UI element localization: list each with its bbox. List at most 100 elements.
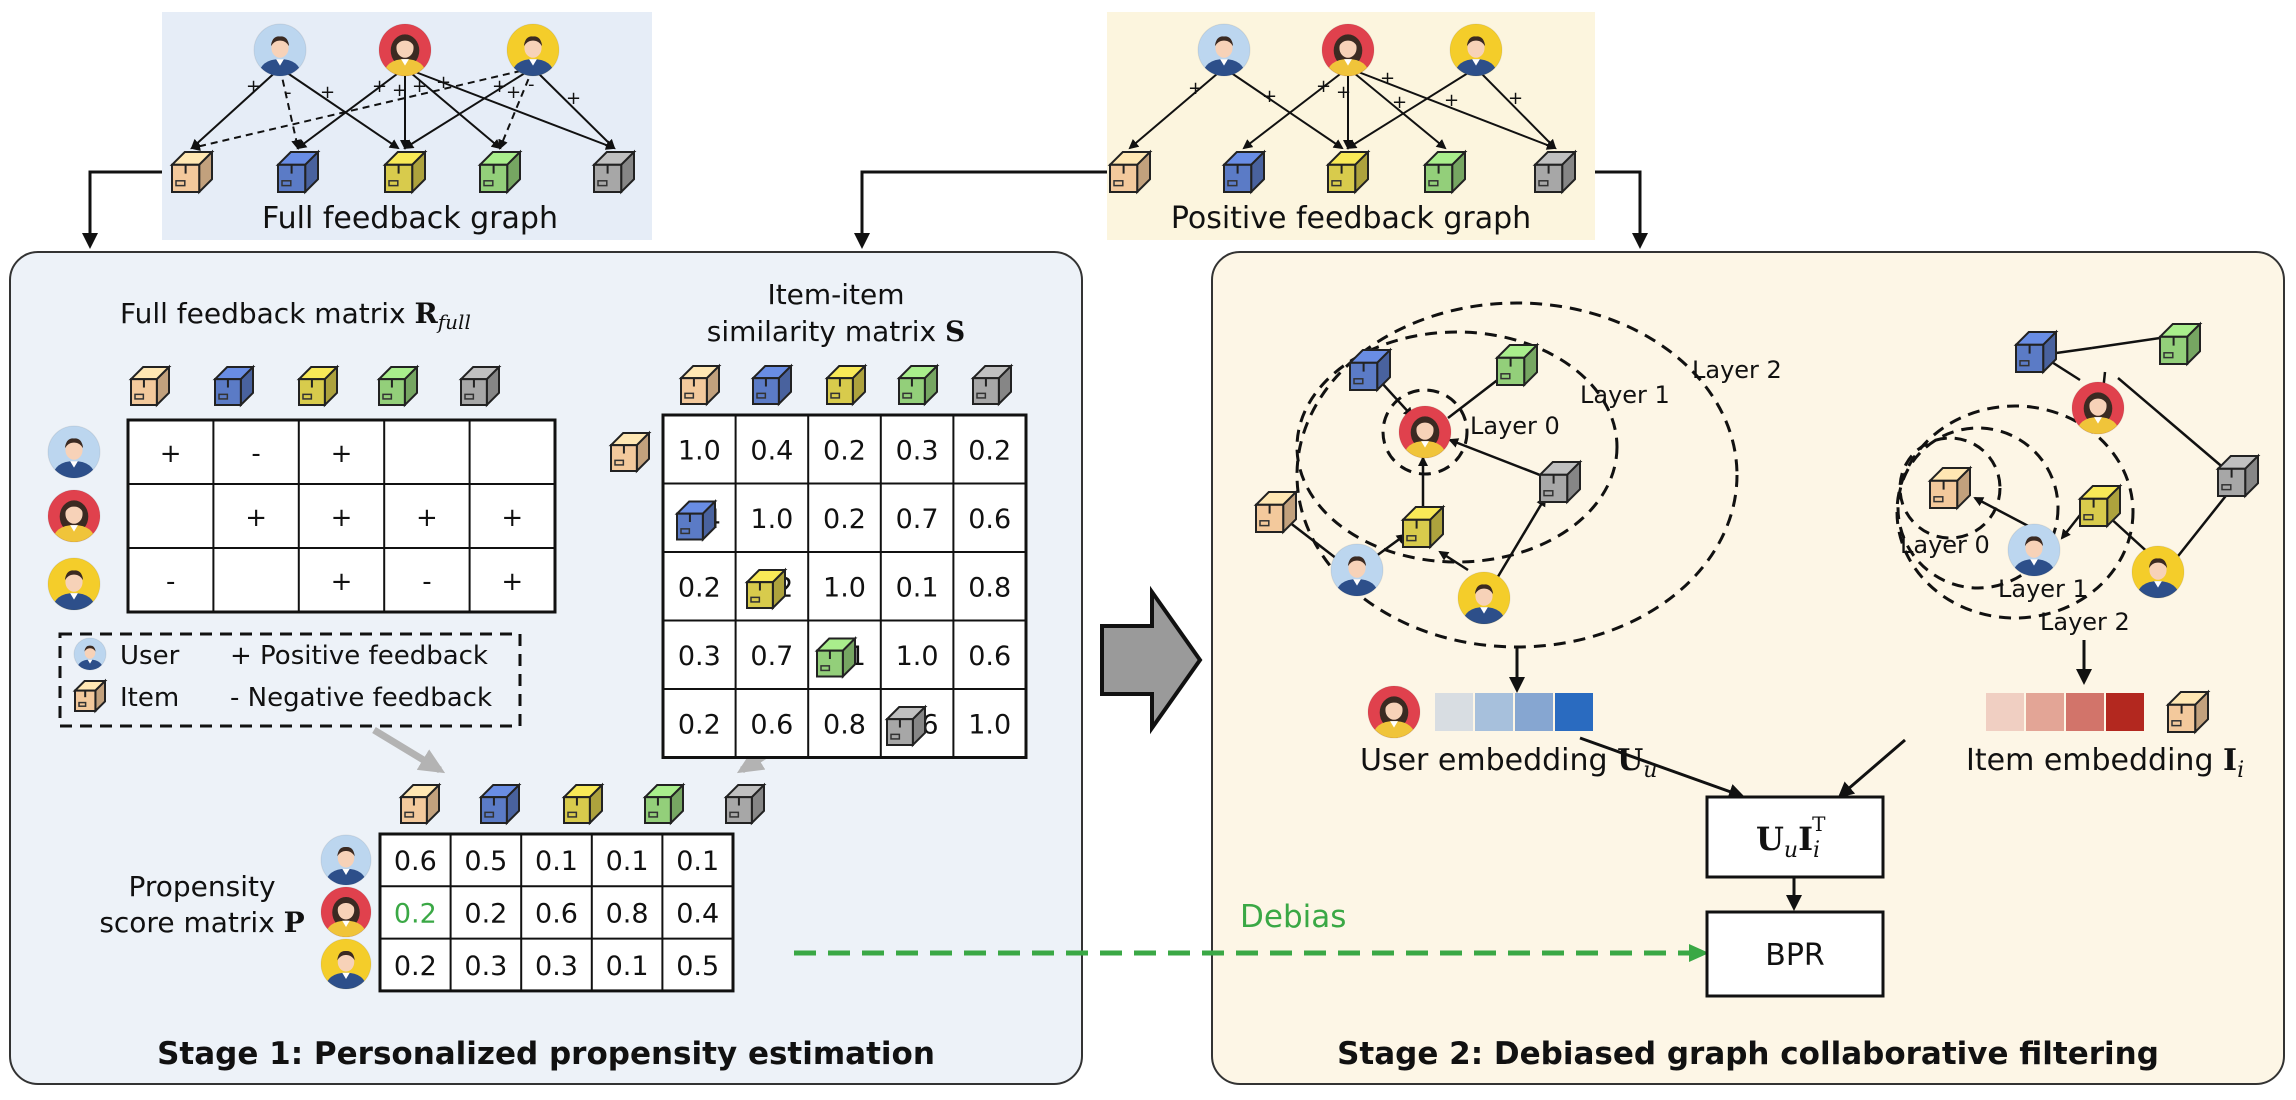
item-embedding-item-icon [2165,689,2211,735]
full-graph-title: Full feedback graph [262,201,558,236]
positive-graph-item-gray-icon [1532,149,1578,195]
item-embedding-cell [2106,693,2144,731]
propensity-col-green-icon [642,782,686,826]
full-matrix-col-blue-icon [212,364,256,408]
positive-graph-user-yellow-icon [1449,23,1503,77]
stage2-panel [1211,251,2285,1085]
debias-label: Debias [1240,899,1346,935]
propensity-matrix-grid [378,832,735,993]
full-matrix-cell: + [245,503,267,533]
full-graph-item-gray-icon [591,149,637,195]
bpr-label: BPR [1765,938,1825,973]
propensity-matrix-cell: 0.3 [464,951,507,982]
user-embedding-cell [1475,693,1513,731]
layer1-user-label: Layer 1 [1580,381,1670,409]
full-matrix-cell: + [331,503,353,533]
stage2-item-graph-red-user-icon [2071,381,2125,435]
stage2-item-graph-yellow-user-icon [2131,545,2185,599]
propensity-matrix-cell: 0.5 [464,846,507,877]
full-matrix-cell: + [501,503,523,533]
full-graph-item-orange-icon [169,149,215,195]
svg-text:+: + [1508,88,1523,109]
similarity-row-blue-icon [674,499,718,542]
full-graph-edge-signs: +-+ ++++ ++-+ [246,72,581,109]
graph-to-panel-arrows [82,170,1648,249]
similarity-matrix-cell: 0.8 [968,572,1011,603]
similarity-col-orange-icon [678,363,722,407]
positive-graph-item-yellow-icon [1325,149,1371,195]
similarity-matrix-cell: 0.2 [823,435,866,466]
user-embedding-cell [1555,693,1593,731]
similarity-matrix-grid [661,413,1028,759]
stage2-title: Stage 2: Debiased graph collaborative fi… [1337,1036,2159,1072]
positive-graph-item-blue-icon [1221,149,1267,195]
similarity-col-green-icon [896,363,940,407]
full-graph-user-yellow-icon [506,23,560,77]
positive-graph-user-blue-icon [1197,23,1251,77]
item-embedding-cell [2026,693,2064,731]
similarity-row-yellow-icon [744,567,788,611]
user-embedding-user-icon [1367,685,1421,739]
full-matrix-col-orange-icon [128,364,172,408]
svg-text:+: + [412,76,427,97]
propensity-matrix-cell: 0.6 [535,898,578,929]
positive-graph-title: Positive feedback graph [1171,201,1531,236]
svg-text:+: + [392,80,407,101]
full-matrix-cell: + [416,503,438,533]
product-box [1705,795,1885,879]
positive-graph-item-orange-icon [1107,149,1153,195]
full-graph-user-red-icon [378,23,432,77]
similarity-title-line1: Item-item [767,278,904,311]
full-matrix-cell: + [331,567,353,597]
stage1-title: Stage 1: Personalized propensity estimat… [157,1036,935,1072]
propensity-row-user-blue-icon [320,834,372,886]
legend-item-icon [72,678,108,714]
layer2-item-label: Layer 2 [2040,608,2130,636]
similarity-matrix-cell: 0.2 [968,435,1011,466]
propensity-matrix-cell: 0.3 [535,951,578,982]
stage2-user-graph-green-item-icon [1494,342,1540,388]
similarity-matrix-cell: 0.7 [750,641,793,672]
similarity-matrix-cell: 0.3 [896,435,939,466]
propensity-col-yellow-icon [561,782,605,826]
similarity-matrix-cell: 0.6 [968,504,1011,535]
propensity-title-line1: Propensity [128,870,275,903]
similarity-matrix-cell: 1.0 [896,641,939,672]
propensity-row-user-red-icon [320,886,372,938]
svg-text:-: - [285,82,292,103]
propensity-matrix-cell: 0.4 [676,898,719,929]
item-embedding-label: Item embedding Ii [1966,743,2244,783]
propensity-matrix-cell: 0.2 [394,951,437,982]
similarity-matrix-cell: 1.0 [750,504,793,535]
svg-text:+: + [1392,92,1407,113]
stage2-user-graph-orange-item-icon [1253,489,1299,535]
svg-text:+: + [506,82,521,103]
stage2-user-graph-yellow-item-icon [1400,504,1446,550]
full-matrix-cell: - [251,439,260,469]
full-matrix-row-user-yellow-icon [47,557,101,611]
propensity-row-user-yellow-icon [320,938,372,990]
propensity-matrix-cell: 0.1 [676,846,719,877]
stage2-user-graph-blue-user-icon [1330,543,1384,597]
positive-graph-item-green-icon [1422,149,1468,195]
propensity-matrix-cell: 0.8 [606,898,649,929]
stage2-item-graph-yellow-item-icon [2077,483,2123,529]
propensity-col-blue-icon [478,782,522,826]
positive-graph-edge-signs: +++ +++ ++ [1188,68,1523,113]
svg-text:+: + [1316,76,1331,97]
similarity-matrix-cell: 0.2 [678,572,721,603]
stage2-user-graph-blue-item-icon [1347,347,1393,393]
similarity-col-gray-icon [970,363,1014,407]
layer0-item-label: Layer 0 [1900,531,1990,559]
full-graph-edges [190,67,616,152]
similarity-matrix-cell: 0.1 [896,572,939,603]
full-matrix-row-user-blue-icon [47,425,101,479]
full-matrix-cell: + [331,439,353,469]
propensity-col-gray-icon [723,782,767,826]
svg-text:+: + [1380,68,1395,89]
stage2-item-graph-gray-item-icon [2215,453,2261,499]
propensity-matrix-cell: 0.2 [464,898,507,929]
similarity-matrix-cell: 0.7 [896,504,939,535]
stage2-item-graph-blue-item-icon [2013,329,2059,375]
